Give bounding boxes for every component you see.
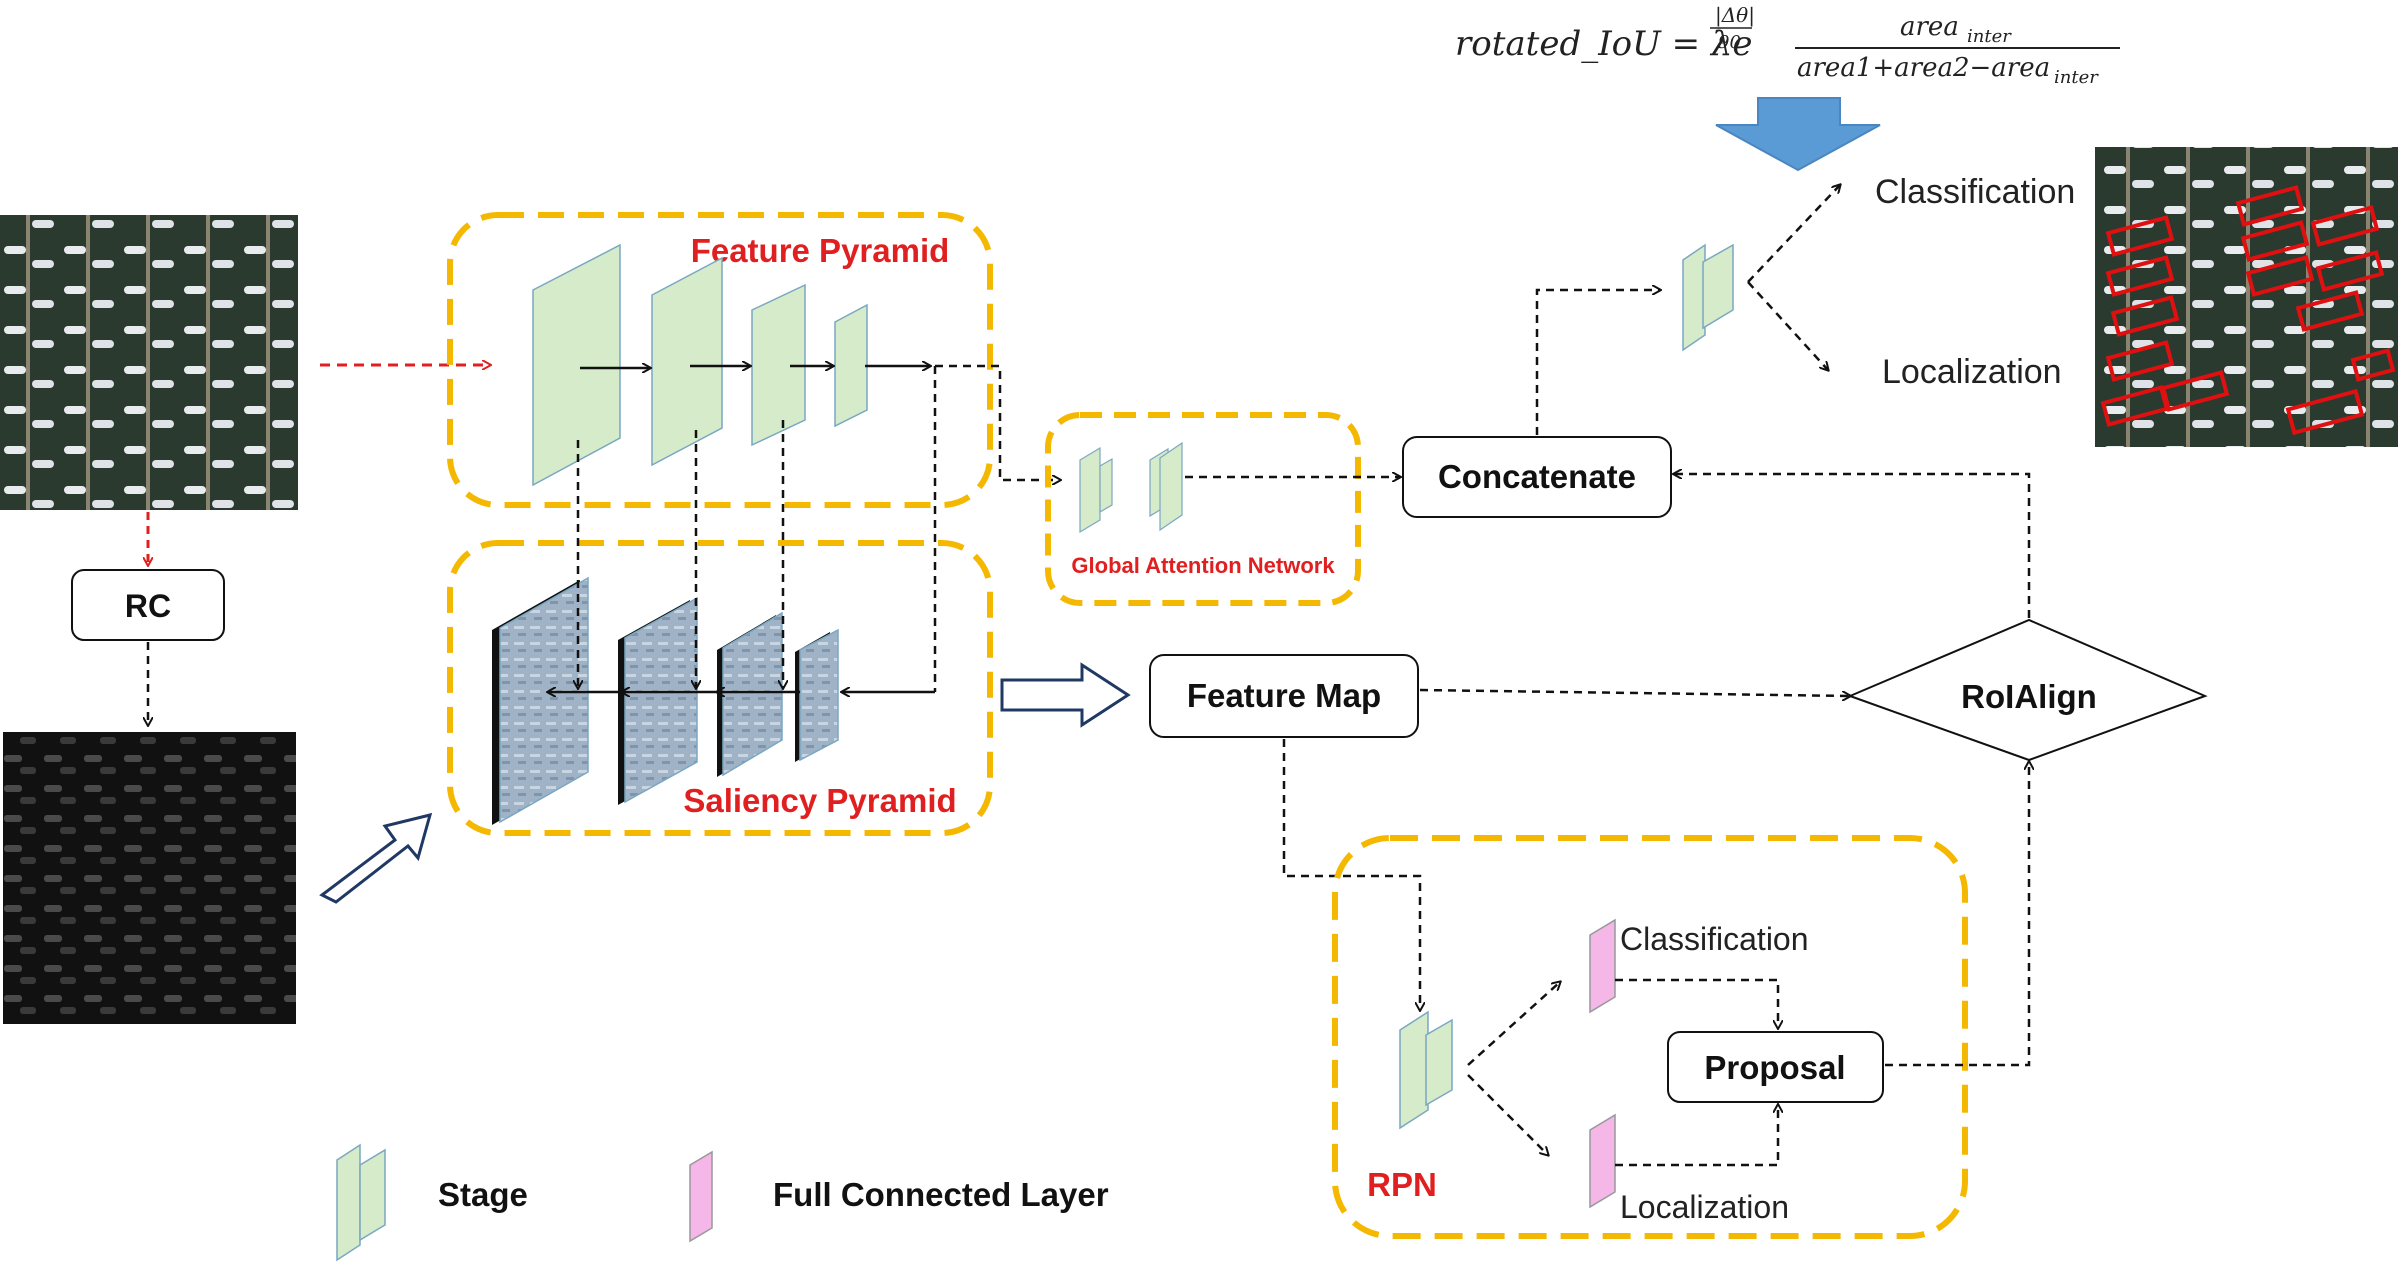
rpn-title: RPN [1367, 1166, 1437, 1203]
formula-num-base: area [1900, 12, 1959, 42]
feature-map-node: Feature Map [1149, 654, 1419, 738]
formula-den-sub: inter [2054, 67, 2099, 88]
feature-pyramid-group [447, 212, 993, 508]
rpn-group [1332, 835, 1968, 1239]
feature-pyramid-title: Feature Pyramid [691, 232, 950, 269]
featuremap-to-roialign-arrow [1419, 688, 1850, 696]
rc-label: RC [125, 588, 171, 624]
fp-stage-3 [751, 283, 806, 447]
output-detection-image [2095, 147, 2398, 447]
rpn-stage [1399, 1010, 1453, 1130]
feature-pyramid-stages [532, 243, 868, 487]
proposal-node: Proposal [1667, 1031, 1884, 1103]
concatenate-label: Concatenate [1438, 458, 1636, 495]
featuremap-to-rpn-arrow [1282, 739, 1420, 1010]
fp-to-gan-arrow [935, 364, 1060, 480]
roialign-node: RoIAlign [1847, 618, 2208, 762]
rpn-classification-label: Classification [1620, 921, 1809, 957]
formula-exp-den: 90 [1718, 32, 1741, 53]
saliency-pyramid-group [447, 540, 993, 836]
input-aerial-image [0, 215, 298, 510]
saliency-to-pyramid-arrow [319, 812, 433, 904]
proposal-label: Proposal [1704, 1049, 1845, 1086]
formula-down-arrow [1715, 97, 1881, 172]
legend-fc-icon [689, 1150, 713, 1243]
saliency-pyramid-stages [492, 576, 839, 825]
rpn-to-loc-arrow [1467, 1074, 1548, 1155]
saliency-pyramid-title: Saliency Pyramid [683, 782, 956, 819]
legend-fc-label: Full Connected Layer [773, 1176, 1109, 1213]
roialign-to-concat-arrow [1674, 474, 2031, 618]
legend: Stage Full Connected Layer [336, 1143, 1109, 1262]
rpn-to-cls-arrow [1467, 982, 1560, 1066]
formula-den-base: area1+area2−area [1797, 53, 2050, 83]
fp-stage-4 [834, 303, 868, 428]
formula-num-sub: inter [1967, 26, 2012, 47]
formula-exp-num: |Δθ| [1715, 3, 1755, 28]
rpn-localization-label: Localization [1620, 1189, 1789, 1225]
fp-forward-arrows [580, 366, 930, 368]
global-attention-title: Global Attention Network [1071, 553, 1335, 578]
output-localization: Localization [1882, 353, 2062, 391]
saliency-map-image [3, 732, 296, 1024]
global-attention-group [1045, 412, 1361, 606]
rpn-fc-layers [1589, 918, 1616, 1209]
rc-node: RC [71, 569, 225, 641]
head-stage [1682, 243, 1734, 352]
iou-formula: rotated_IoU = λe |Δθ| 90 area inter area… [1455, 3, 2120, 88]
loc-to-proposal-arrow [1615, 1105, 1778, 1167]
cls-to-proposal-arrow [1615, 978, 1778, 1028]
fp-to-sp-arrows [578, 366, 937, 692]
head-to-class-arrow [1747, 185, 1840, 283]
proposal-to-roialign-arrow [1885, 762, 2029, 1067]
fp-stage-2 [651, 256, 723, 467]
feature-map-label: Feature Map [1187, 677, 1381, 714]
legend-stage-icon [336, 1143, 386, 1262]
legend-stage-label: Stage [438, 1176, 528, 1213]
concat-to-head-arrow [1535, 290, 1660, 435]
head-to-loc-arrow [1747, 281, 1828, 370]
gan-stages [1079, 441, 1183, 534]
roialign-label: RoIAlign [1961, 678, 2097, 715]
formula-lhs: rotated_IoU = λe [1455, 24, 1753, 64]
fp-stage-1 [532, 243, 621, 487]
concatenate-node: Concatenate [1402, 436, 1672, 518]
pyramid-to-featuremap-arrow [1000, 662, 1131, 728]
output-classification: Classification [1875, 173, 2075, 211]
